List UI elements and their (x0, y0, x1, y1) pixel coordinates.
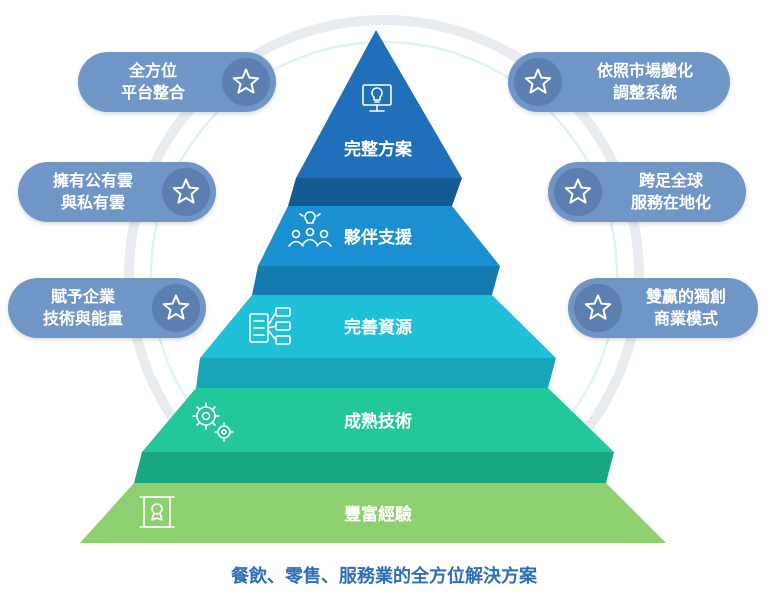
star-icon (152, 284, 200, 332)
pill-line-1: 依照市場變化 (596, 61, 693, 80)
feature-pill-win-win-model: 雙贏的獨創 商業模式 (568, 278, 758, 338)
pill-line-2: 服務在地化 (630, 193, 711, 212)
pill-line-2: 商業模式 (653, 309, 718, 328)
pill-line-1: 賦予企業 (50, 287, 115, 306)
side-face-2 (252, 266, 500, 295)
level-4-label: 成熟技術 (344, 411, 412, 432)
level-3-label: 完善資源 (344, 317, 412, 338)
feature-pill-global-local-service: 跨足全球 服務在地化 (548, 162, 746, 222)
feature-pill-empower-enterprise: 賦予企業 技術與能量 (8, 278, 206, 338)
gears-icon (192, 402, 234, 442)
side-face-4 (134, 452, 614, 483)
pyramid-level-3 (200, 295, 556, 358)
star-icon (514, 58, 562, 106)
level-1-label: 完整方案 (344, 139, 413, 160)
star-icon (554, 168, 602, 216)
pill-line-1: 全方位 (128, 61, 177, 80)
feature-pill-market-adaptation: 依照市場變化 調整系統 (508, 52, 730, 112)
star-icon (162, 168, 210, 216)
team-idea-icon (288, 211, 332, 247)
feature-pill-platform-integration: 全方位 平台整合 (78, 52, 276, 112)
side-face-3 (196, 358, 556, 388)
level-2-label: 夥伴支援 (344, 227, 413, 248)
pill-line-2: 調整系統 (612, 83, 677, 102)
pyramid-level-4 (142, 388, 614, 452)
side-face-1 (288, 178, 462, 206)
diagram-caption: 餐飲、零售、服務業的全方位解決方案 (231, 566, 537, 587)
pyramid-level-1 (296, 30, 462, 178)
certificate-icon (139, 496, 175, 528)
star-icon (222, 58, 270, 106)
pill-line-1: 雙贏的獨創 (645, 287, 726, 306)
pill-line-1: 跨足全球 (638, 171, 703, 190)
pill-line-2: 技術與能量 (42, 309, 123, 328)
server-network-icon (249, 307, 291, 345)
pyramid-level-2 (258, 206, 500, 266)
feature-pill-public-private-cloud: 擁有公有雲 與私有雲 (18, 162, 216, 222)
pill-line-2: 平台整合 (120, 83, 185, 102)
pill-line-2: 與私有雲 (60, 193, 125, 212)
star-icon (574, 284, 622, 332)
monitor-lightbulb-icon (362, 84, 392, 112)
pyramid-level-5 (80, 483, 666, 543)
level-5-label: 豐富經驗 (344, 504, 412, 525)
pill-line-1: 擁有公有雲 (52, 171, 133, 190)
